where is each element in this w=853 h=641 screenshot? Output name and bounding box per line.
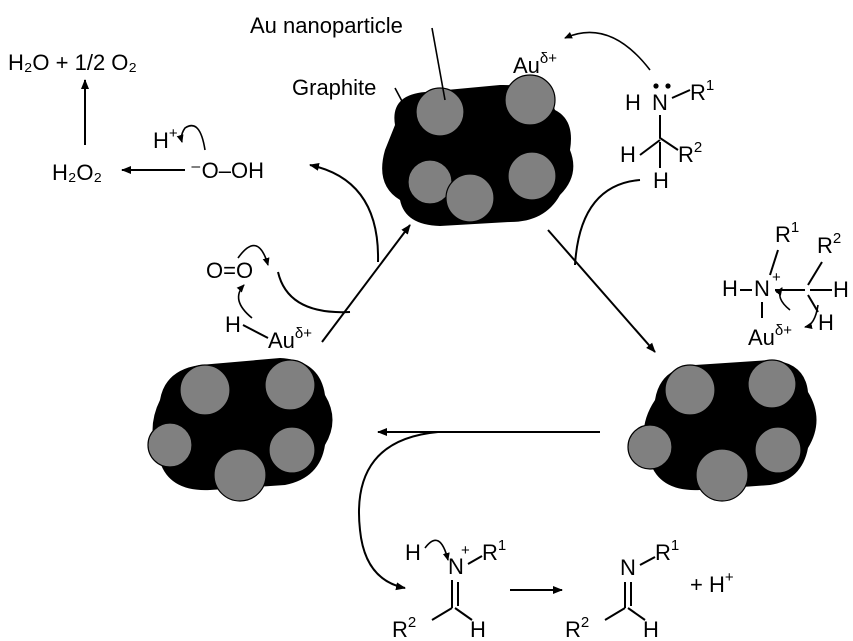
iminium-n-charge: + (461, 542, 470, 559)
amine-n-label: N (652, 90, 668, 115)
au-nanoparticle-circle (695, 448, 749, 502)
au-nanoparticle-circle (415, 87, 465, 137)
iminium-ch-label: H (470, 617, 486, 641)
au-nanoparticle-circle (754, 426, 802, 474)
iminium-c-r2-bond (431, 607, 453, 621)
cycle-arrow-top-to-right (547, 229, 656, 353)
imine-cn-double-bond (624, 582, 632, 608)
lone-pair-dot (665, 83, 671, 89)
ads-ch2-label: H (818, 310, 834, 335)
imine-ch-label: H (643, 617, 659, 641)
adsorbed-amine: R1 R2 H N + H H Auδ+ (722, 219, 849, 350)
au-nanoparticle-label: Au nanoparticle (250, 13, 403, 38)
hydride-transfer-arrow (236, 284, 253, 319)
imine-n-r1-bond (639, 556, 656, 566)
ads-n-r1-bond (769, 249, 779, 276)
iminium-n-label: N (448, 554, 464, 579)
amine-ch2-label: H (653, 168, 669, 193)
hydride-au-bond (242, 324, 269, 339)
imine-n-label: N (620, 555, 636, 580)
iminium-r2-label: R2 (392, 614, 416, 641)
ads-n-charge: + (772, 269, 781, 286)
n-c-bond (659, 115, 679, 151)
catalyst-top (382, 74, 574, 227)
ads-n-label: N (754, 276, 770, 301)
amine-substrate: H N R1 H R2 H (564, 31, 714, 193)
imine-c-h-bond (627, 607, 646, 621)
n-r1-bond (671, 89, 691, 99)
au-nanoparticle-circle (627, 424, 673, 470)
iminium-n-r1-bond (467, 555, 483, 565)
iminium-cn-double-bond (451, 580, 459, 608)
ads-bond-arrow (775, 287, 791, 311)
au-nanoparticle-circle (268, 426, 316, 474)
au-nanoparticle-circle (445, 173, 495, 223)
water-oxygen-product: H₂O + 1/2 O₂ (8, 50, 137, 75)
amine-r2-label: R2 (678, 139, 702, 167)
au-nanoparticle-leader-line (431, 27, 446, 101)
dioxygen-molecule: O=O (206, 258, 253, 283)
au-nanoparticle-circle (179, 364, 231, 416)
hydrogen-peroxide-label: H₂O₂ (52, 160, 102, 185)
au-nanoparticle-circle (213, 448, 267, 502)
ads-c-r2-bond (807, 261, 823, 286)
au-nanoparticle-circle (504, 74, 556, 126)
imine-product-curve (358, 431, 439, 591)
iminium-c-h-bond (454, 607, 473, 621)
imine-r1-label: R1 (655, 537, 679, 565)
graphite-leader-line (394, 87, 413, 121)
c-h-bond (639, 139, 661, 156)
substrate-adsorption-curve (574, 179, 641, 266)
au-nanoparticle-circle (747, 359, 797, 409)
au-nanoparticle-circle (664, 364, 716, 416)
iminium-ion: H N + R1 R2 H (392, 537, 506, 641)
proton-label: H+ (153, 125, 178, 153)
imine-product: N R1 R2 H (565, 537, 679, 641)
amine-ch-label: H (620, 142, 636, 167)
lone-pair-dot (653, 83, 659, 89)
hydroperoxide-anion: ⁻O–OH (190, 158, 264, 183)
au-delta-plus-top: Auδ+ (513, 50, 557, 78)
ads-ch-label: H (833, 277, 849, 302)
imine-r2-label: R2 (565, 614, 589, 641)
cycle-arrow-left-to-top (321, 224, 411, 343)
ads-c-h2-bond (807, 294, 819, 313)
au-nanoparticle-circle (407, 159, 453, 205)
proton-curved-arrow (176, 124, 206, 151)
amine-r1-label: R1 (690, 77, 714, 105)
graphite-label: Graphite (292, 75, 376, 100)
au-nanoparticle-circle (507, 151, 557, 201)
catalyst-right (627, 359, 817, 502)
hydride-h-label: H (225, 312, 241, 337)
ads-r1-label: R1 (775, 219, 799, 247)
au-nanoparticle-circle (264, 359, 316, 411)
ads-hydride-arrow (804, 304, 819, 330)
imine-c-r2-bond (604, 607, 626, 621)
au-delta-plus-left: Auδ+ (268, 325, 312, 353)
oxygen-electron-arrow (237, 244, 270, 266)
iminium-h-label: H (405, 540, 421, 565)
au-delta-plus-right: Auδ+ (748, 322, 792, 350)
catalyst-left (147, 358, 333, 502)
au-nanoparticle-circle (147, 422, 193, 468)
amine-h-label: H (625, 90, 641, 115)
released-proton: + H+ (690, 569, 734, 597)
ads-h-label: H (722, 276, 738, 301)
oxygen-uptake-curve (277, 271, 351, 314)
iminium-curved-arrow (424, 539, 450, 561)
hydroperoxide-release-arrow (309, 162, 380, 263)
gold-coordination-arrow (564, 31, 651, 71)
ads-r2-label: R2 (817, 230, 841, 258)
iminium-r1-label: R1 (482, 537, 506, 565)
